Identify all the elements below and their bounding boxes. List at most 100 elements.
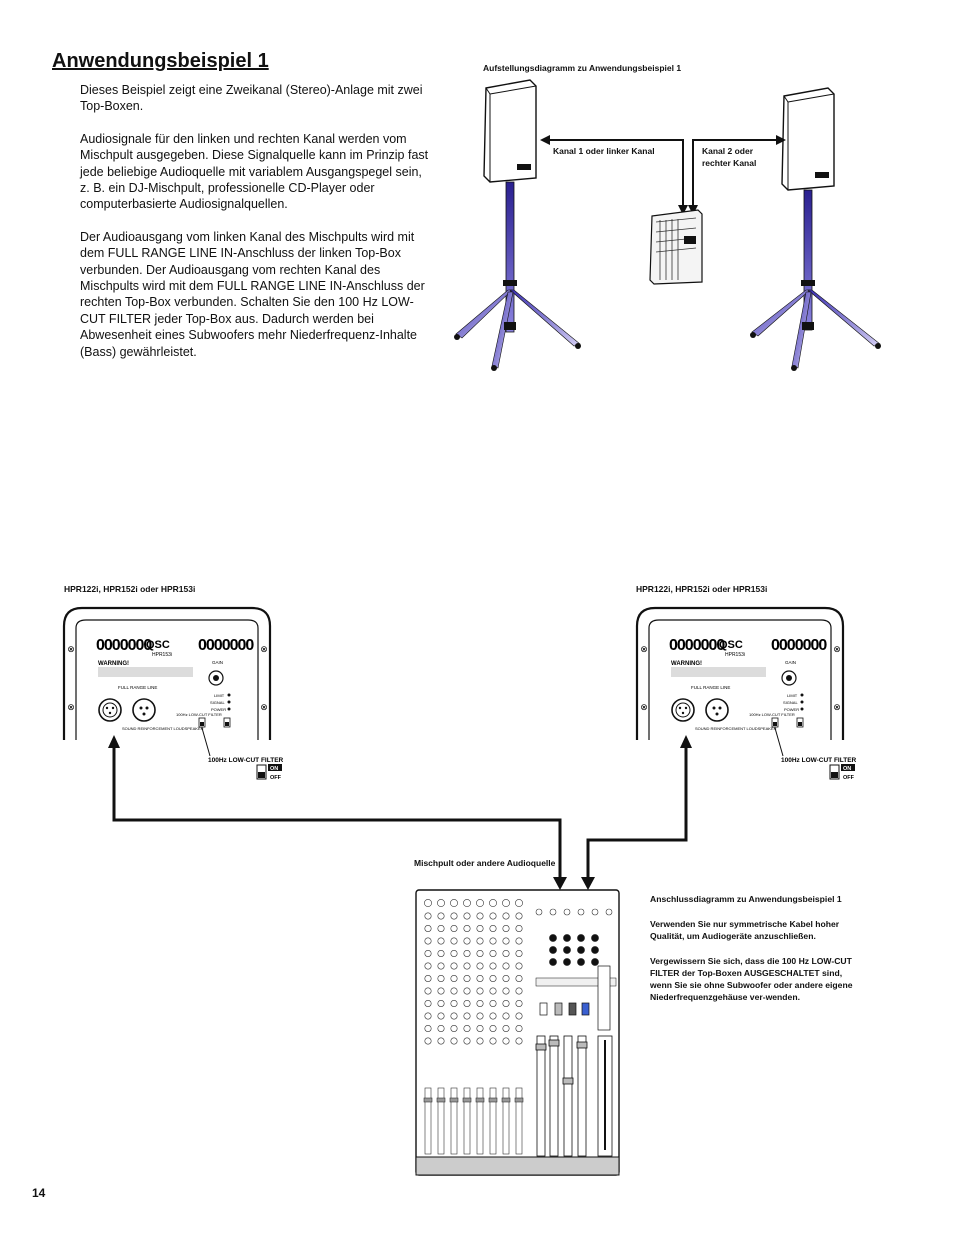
mixer-knob (476, 974, 484, 982)
svg-text:⊗: ⊗ (640, 644, 648, 654)
svg-text:GAIN: GAIN (212, 660, 223, 665)
mixer-knob (437, 924, 445, 932)
mixer-fader-cap (423, 1097, 433, 1103)
page-title: Anwendungsbeispiel 1 (52, 50, 269, 72)
filter-on-label: ON (843, 766, 851, 772)
arrow-icon (553, 877, 567, 890)
mixer-input-jack (437, 899, 445, 907)
mixer-knob (502, 999, 510, 1007)
mixer-knob (463, 974, 471, 982)
mixer-knob (502, 987, 510, 995)
intro-paragraph-2: Audiosignale für den linken und rechten … (80, 131, 429, 212)
mixer-knob (515, 912, 523, 920)
intro-paragraph-1: Dieses Beispiel zeigt eine Zweikanal (St… (80, 83, 423, 114)
mixer-knob (476, 987, 484, 995)
svg-text:GAIN: GAIN (785, 660, 796, 665)
arrow-icon (680, 735, 692, 748)
mixer-knob (463, 999, 471, 1007)
mixer-knob (437, 912, 445, 920)
mixer-knob (424, 924, 432, 932)
mixer-knob (502, 949, 510, 957)
setup-right-tripod (750, 189, 881, 371)
left-filter-callout: 100Hz LOW-CUT FILTER ON OFF (201, 727, 284, 781)
mixer-knob (515, 1025, 523, 1033)
mixer-knob (502, 1012, 510, 1020)
mixer-input-jack (450, 899, 458, 907)
mixer-knob (515, 1012, 523, 1020)
mixer-aux-knob (577, 908, 585, 916)
mixer-fader-slot (476, 1087, 484, 1155)
svg-text:FULL RANGE LINE: FULL RANGE LINE (691, 685, 730, 690)
setup-cables (548, 139, 778, 210)
mixer-aux-knob (591, 908, 599, 916)
svg-text:SIGNAL: SIGNAL (210, 700, 225, 705)
mixer-knob (450, 924, 458, 932)
arrow-icon (688, 205, 698, 215)
svg-text:0000000: 0000000 (198, 637, 254, 654)
mixer-knob (515, 999, 523, 1007)
mixer-knob (450, 1025, 458, 1033)
mixer-knob (476, 1037, 484, 1045)
svg-text:100Hz LOW-CUT FILTER: 100Hz LOW-CUT FILTER (176, 712, 222, 717)
mixer-input-jack (463, 899, 471, 907)
mixer-knob (476, 1012, 484, 1020)
mixer-knob (476, 962, 484, 970)
mixer-knob (424, 937, 432, 945)
mixer-master-knob (549, 958, 557, 966)
mixer-knob (424, 1012, 432, 1020)
svg-text:⊗: ⊗ (67, 702, 75, 712)
right-rear-panel: ⊗ ⊗ ⊗ ⊗ 0000000 0000000 QSC HPR153i WARN… (635, 606, 845, 740)
mixer-knob (463, 987, 471, 995)
note-cables: Verwenden Sie nur symmetrische Kabel hoh… (650, 919, 840, 941)
mixer-knob (424, 987, 432, 995)
mixer-knob (502, 924, 510, 932)
filter-off-label: OFF (270, 775, 282, 781)
svg-text:LIMIT: LIMIT (787, 693, 798, 698)
arrow-icon (776, 135, 786, 145)
mixer-knob (502, 1025, 510, 1033)
mixer-master-knob (577, 958, 585, 966)
mixer-knob (489, 962, 497, 970)
filter-callout-label: 100Hz LOW-CUT FILTER (781, 757, 857, 764)
mixer-input-jack (424, 899, 432, 907)
svg-text:100Hz LOW-CUT FILTER: 100Hz LOW-CUT FILTER (749, 712, 795, 717)
mixer-knob (437, 937, 445, 945)
mixer-knob (424, 974, 432, 982)
mixer-master-knob (549, 934, 557, 942)
label-channel-right-2: rechter Kanal (702, 158, 757, 168)
mixer-knob (450, 987, 458, 995)
mixer-knob (463, 924, 471, 932)
mixer-fader-slot (515, 1087, 523, 1155)
mixer-knob (463, 962, 471, 970)
mixer-knob (476, 999, 484, 1007)
mixer-knob (424, 962, 432, 970)
svg-text:QSC: QSC (146, 639, 170, 651)
label-channel-right-1: Kanal 2 oder (702, 146, 754, 156)
mixer-input-jack (476, 899, 484, 907)
mixer-fader-slot (489, 1087, 497, 1155)
mixer-fader-cap (449, 1097, 459, 1103)
svg-text:⊗: ⊗ (260, 702, 268, 712)
mixer-fader-cap (488, 1097, 498, 1103)
mixer-fader-cap (501, 1097, 511, 1103)
svg-text:WARNING!: WARNING! (671, 661, 702, 667)
mixer-fader-slot (463, 1087, 471, 1155)
mixer-knob (489, 1012, 497, 1020)
mixer-knob (502, 974, 510, 982)
mixer-knob (489, 1025, 497, 1033)
mixer-master-knob (563, 958, 571, 966)
mixer-knob (502, 937, 510, 945)
mixer-fader-cap (462, 1097, 472, 1103)
mixer-knob (515, 924, 523, 932)
mixer-knob (424, 1025, 432, 1033)
mixer-knob (463, 937, 471, 945)
svg-text:QSC: QSC (719, 639, 743, 651)
svg-text:⊗: ⊗ (833, 702, 841, 712)
svg-text:⊗: ⊗ (833, 644, 841, 654)
mixer-knob (489, 999, 497, 1007)
mixer-knob (450, 937, 458, 945)
svg-text:SOUND REINFORCEMENT LOUDSPEAKE: SOUND REINFORCEMENT LOUDSPEAKER (122, 726, 204, 731)
mixer-knob (515, 962, 523, 970)
label-channel-left: Kanal 1 oder linker Kanal (553, 146, 655, 156)
mixer-fader-slot (502, 1087, 510, 1155)
